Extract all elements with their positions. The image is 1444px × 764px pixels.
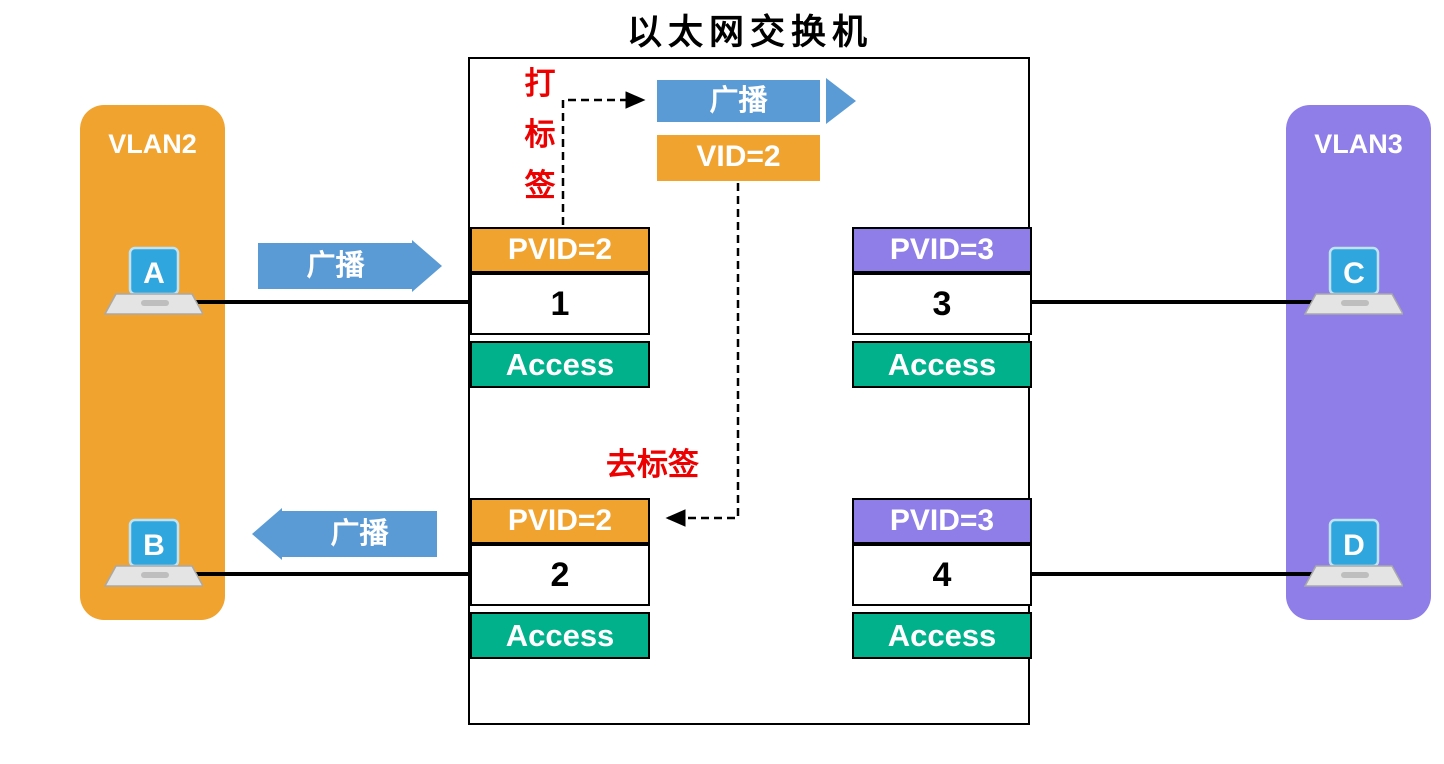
vlan2-label: VLAN2 [108, 129, 197, 159]
laptop-icon: D [1303, 518, 1405, 587]
tagged-frame-broadcast-label: 广播 [657, 80, 820, 122]
port-4-mode: Access [852, 612, 1032, 659]
port-1-pvid: PVID=2 [470, 227, 650, 273]
laptop-icon: B [103, 518, 205, 587]
port-3-mode: Access [852, 341, 1032, 388]
host-b-laptop: B [103, 518, 205, 596]
host-b-label: B [143, 529, 165, 562]
port-2-pvid: PVID=2 [470, 498, 650, 544]
port-1-mode: Access [470, 341, 650, 388]
port-4-group: PVID=3 4 Access [852, 498, 1032, 659]
port-3-number: 3 [852, 273, 1032, 335]
ingress-broadcast-label: 广播 [258, 243, 413, 289]
tagged-frame-vid-tag: VID=2 [657, 135, 820, 181]
port-1-group: PVID=2 1 Access [470, 227, 650, 388]
host-a-laptop: A [103, 246, 205, 324]
host-c-label: C [1343, 257, 1365, 290]
untagging-annotation: 去标签 [606, 447, 699, 482]
port-4-pvid: PVID=3 [852, 498, 1032, 544]
tagging-annotation: 打标签 [524, 66, 556, 203]
host-d-laptop: D [1303, 518, 1405, 596]
port-3-group: PVID=3 3 Access [852, 227, 1032, 388]
egress-broadcast-label: 广播 [282, 511, 437, 557]
port-4-number: 4 [852, 544, 1032, 606]
port-2-group: PVID=2 2 Access [470, 498, 650, 659]
laptop-icon: C [1303, 246, 1405, 315]
tagging-dashed-arrow [561, 91, 646, 225]
laptop-icon: A [103, 246, 205, 315]
port-2-number: 2 [470, 544, 650, 606]
host-a-label: A [143, 257, 165, 290]
vlan3-label: VLAN3 [1314, 129, 1403, 159]
diagram-title: 以太网交换机 [626, 13, 873, 52]
port-3-pvid: PVID=3 [852, 227, 1032, 273]
port-1-number: 1 [470, 273, 650, 335]
untagging-dashed-arrow [665, 183, 740, 527]
host-d-label: D [1343, 529, 1365, 562]
host-c-laptop: C [1303, 246, 1405, 324]
port-2-mode: Access [470, 612, 650, 659]
